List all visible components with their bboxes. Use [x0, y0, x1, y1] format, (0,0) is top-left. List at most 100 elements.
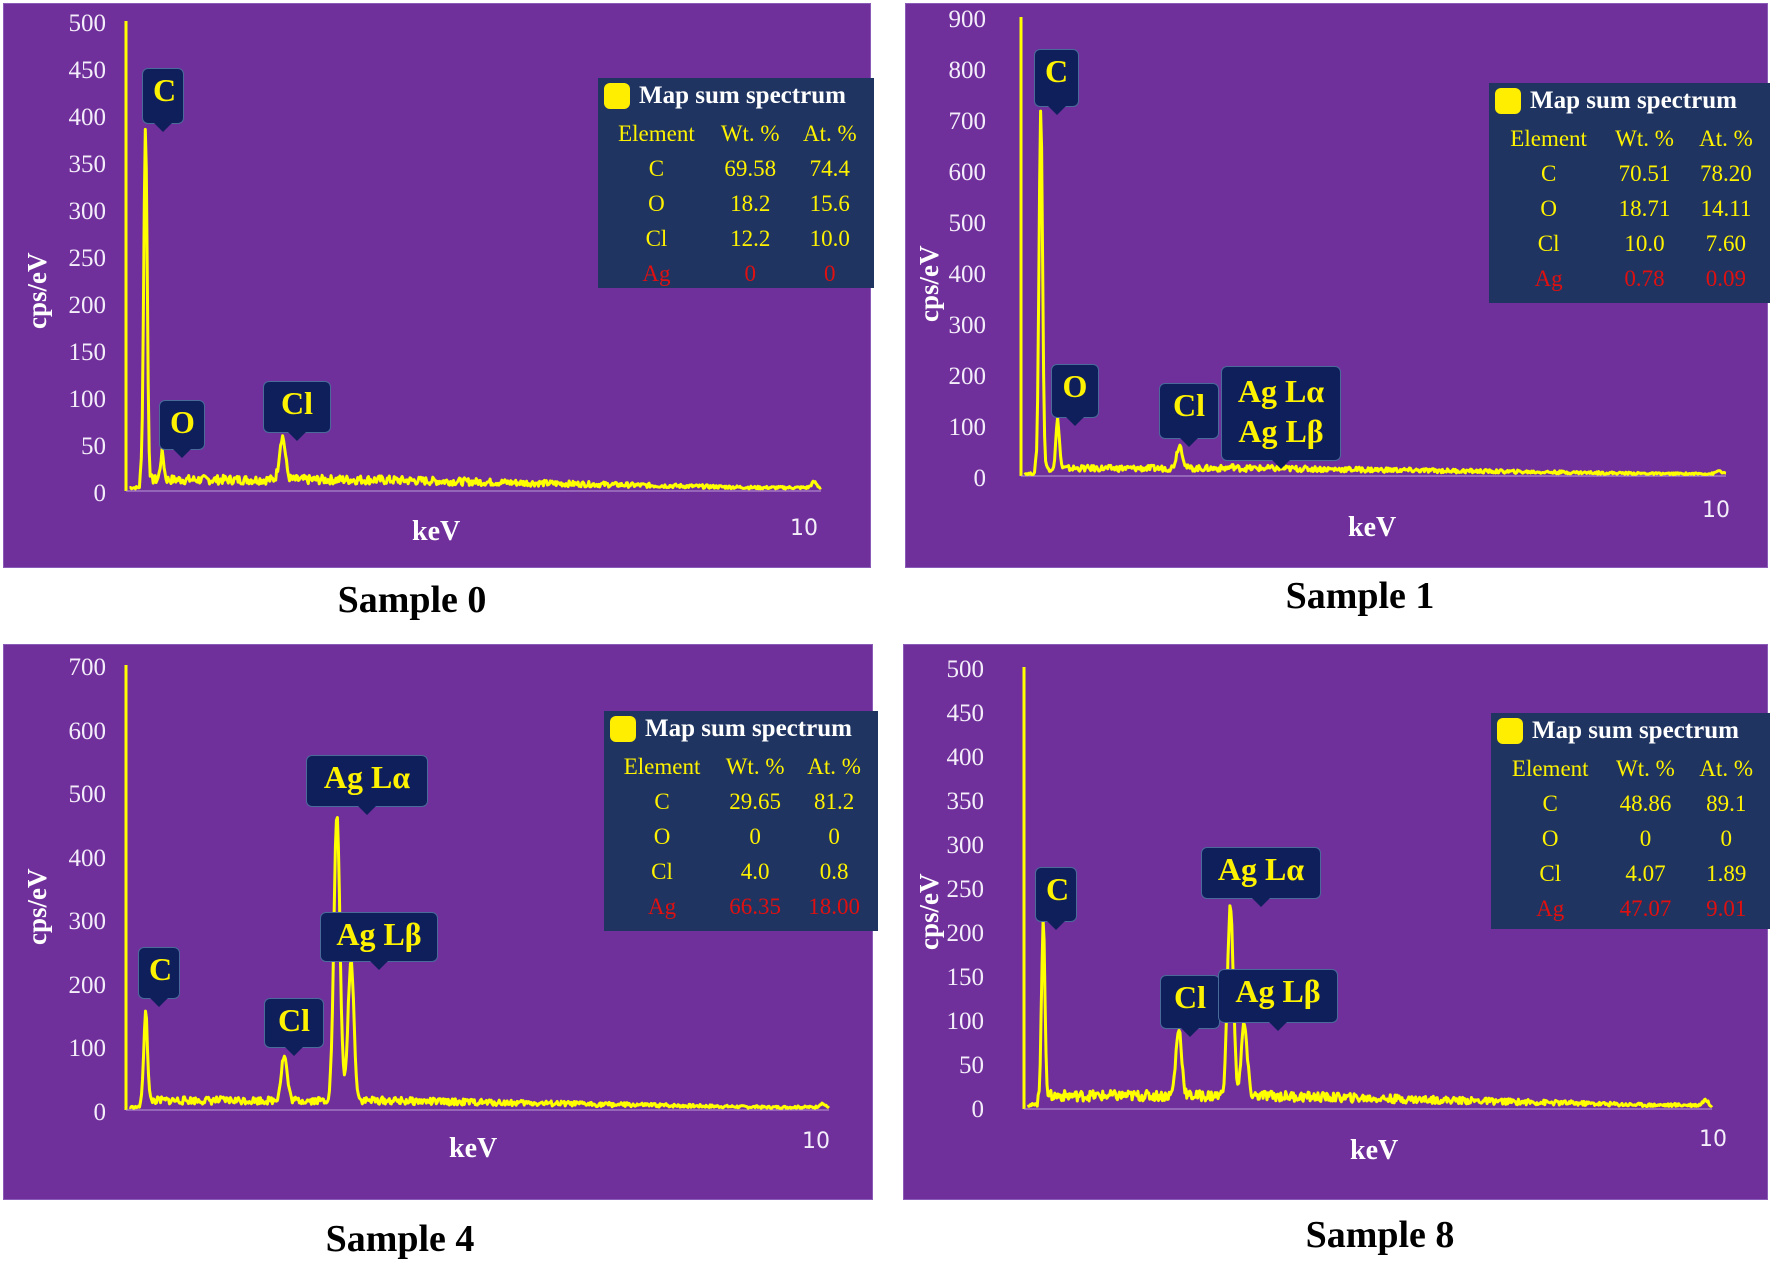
y-tick: 100 [68, 1035, 107, 1062]
cell: 66.35 [729, 893, 781, 919]
y-tick: 300 [68, 908, 107, 935]
spectrum-plot [124, 665, 830, 1111]
cell: 0 [1639, 825, 1652, 851]
x-axis-label: keV [1350, 1135, 1399, 1166]
col-header: Wt. % [1616, 755, 1675, 781]
legend-swatch-icon [604, 83, 630, 109]
peak-label-cl: Cl [264, 998, 324, 1056]
peak-label-cl: Cl [263, 381, 331, 441]
y-tick: 700 [68, 654, 107, 681]
cell: 0 [744, 260, 756, 286]
y-tick: 900 [948, 6, 987, 33]
peak-label-cl: Cl [1160, 975, 1220, 1037]
cell: 9.01 [1706, 895, 1747, 921]
cell: O [1540, 195, 1557, 221]
y-tick: 0 [971, 1096, 985, 1123]
x-tick-10: 10 [1699, 1127, 1727, 1152]
legend-swatch-icon [1495, 88, 1521, 114]
y-tick: 200 [946, 920, 985, 947]
peak-label-ag-lb: Ag Lβ [320, 912, 438, 970]
peak-label-cl: Cl [1159, 383, 1219, 447]
y-tick: 300 [68, 198, 107, 225]
cell: O [653, 823, 671, 849]
cell: 0.8 [819, 858, 849, 884]
y-tick: 450 [68, 57, 107, 84]
y-tick: 100 [948, 414, 987, 441]
y-tick: 400 [946, 744, 985, 771]
y-tick: 350 [946, 788, 985, 815]
cell: 89.1 [1706, 790, 1747, 816]
table-row: Ag 47.07 9.01 [1497, 891, 1765, 926]
col-header: Wt. % [720, 120, 780, 146]
legend-composition-table: Map sum spectrum Element Wt. % At. % C 70.5… [1489, 83, 1770, 303]
legend-title: Map sum spectrum [1530, 87, 1737, 114]
col-header: Wt. % [1615, 125, 1674, 151]
cell: 12.2 [730, 225, 771, 251]
spectrum-plot [1019, 17, 1727, 477]
cell: 48.86 [1619, 790, 1672, 816]
cell: 69.58 [724, 155, 777, 181]
peak-label-c: C [1034, 49, 1079, 115]
legend-swatch-icon [1497, 718, 1523, 744]
cell: C [1540, 160, 1557, 186]
cell: Cl [645, 225, 668, 251]
table-row: C 70.51 78.20 [1495, 156, 1765, 191]
col-header: Element [1510, 125, 1587, 151]
caption-sample-1: Sample 1 [1285, 575, 1435, 617]
y-tick: 400 [68, 845, 107, 872]
y-axis-label: cps/eV [914, 873, 944, 951]
col-header: Wt. % [725, 753, 785, 779]
x-tick-10: 10 [802, 1129, 830, 1154]
cell: 4.07 [1625, 860, 1666, 886]
y-tick: 250 [946, 876, 985, 903]
y-tick: 500 [946, 656, 985, 683]
spectrum-plot [1022, 667, 1714, 1110]
peak-label-c: C [138, 947, 180, 1007]
cell: 70.51 [1618, 160, 1671, 186]
cell: 74.4 [809, 155, 850, 181]
cell: Ag [1536, 895, 1565, 921]
y-tick: 150 [68, 339, 107, 366]
y-tick: 200 [68, 292, 107, 319]
col-header: At. % [802, 120, 857, 146]
y-tick: 450 [946, 700, 985, 727]
y-axis-label: cps/eV [22, 868, 52, 946]
col-header: At. % [1699, 125, 1753, 151]
caption-sample-0: Sample 0 [337, 579, 487, 621]
cell: Cl [1537, 230, 1560, 256]
y-tick: 300 [946, 832, 985, 859]
cell: 4.0 [740, 858, 770, 884]
y-tick: 0 [93, 1099, 107, 1126]
col-header: Element [1511, 755, 1589, 781]
cell: 81.2 [813, 788, 855, 814]
cell: 0 [749, 823, 761, 849]
cell: 78.20 [1700, 160, 1752, 186]
y-tick: 50 [959, 1052, 984, 1079]
tag-line-ag-lb: Ag Lβ [1238, 413, 1324, 449]
cell: 29.65 [729, 788, 781, 814]
spectrum-plot [124, 21, 822, 492]
peak-label-c: C [1035, 867, 1077, 930]
col-header: Element [623, 753, 701, 779]
peak-label-o: O [1051, 364, 1099, 426]
x-axis-label: keV [1348, 512, 1397, 543]
legend-swatch-icon [610, 716, 636, 742]
y-tick: 0 [973, 465, 987, 492]
chart-panel-sample-0: 500 450 400 350 300 250 200 150 100 50 0… [3, 3, 874, 568]
cell: 47.07 [1619, 895, 1672, 921]
cell: 18.2 [730, 190, 771, 216]
y-tick: 250 [68, 245, 107, 272]
